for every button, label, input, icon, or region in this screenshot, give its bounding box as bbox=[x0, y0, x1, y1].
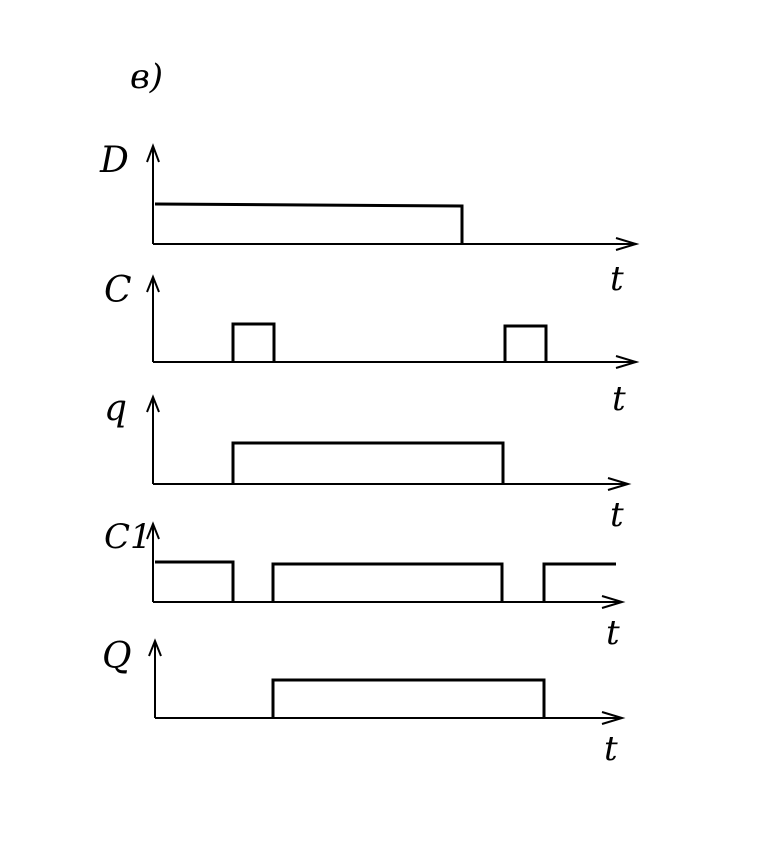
x-arrow-q-internal bbox=[607, 477, 632, 491]
y-arrow-c1 bbox=[146, 521, 160, 540]
waveform-d bbox=[154, 202, 464, 244]
waveform-c1-segment-1 bbox=[155, 560, 235, 602]
time-label-q-output: t bbox=[604, 729, 618, 769]
signal-label-q-output: Q bbox=[102, 636, 132, 677]
waveform-c1-segment-2 bbox=[271, 562, 504, 602]
time-label-c: t bbox=[612, 379, 626, 419]
signal-d: D t bbox=[99, 140, 640, 299]
y-arrow-q-internal bbox=[146, 394, 160, 413]
signal-q-internal: q t bbox=[104, 388, 632, 535]
waveform-q-internal bbox=[231, 441, 505, 484]
waveform-c-pulse-1 bbox=[231, 322, 276, 362]
time-label-q-internal: t bbox=[610, 495, 624, 535]
signal-label-c: C bbox=[104, 270, 132, 311]
figure-label: в) bbox=[130, 57, 163, 97]
x-arrow-c bbox=[615, 355, 640, 369]
x-arrow-d bbox=[615, 237, 640, 251]
signal-q-output: Q t bbox=[102, 636, 626, 769]
time-label-c1: t bbox=[606, 613, 620, 653]
time-label-d: t bbox=[610, 259, 624, 299]
waveform-c-pulse-2 bbox=[503, 324, 548, 362]
y-arrow-q-output bbox=[148, 638, 162, 657]
signal-label-c1: C1 bbox=[104, 517, 152, 557]
signal-label-q-internal: q bbox=[104, 388, 127, 429]
signal-label-d: D bbox=[99, 140, 129, 181]
signal-c: C t bbox=[104, 270, 640, 419]
waveform-c1-segment-3 bbox=[542, 562, 616, 602]
y-arrow-c bbox=[146, 274, 160, 293]
waveform-q-output bbox=[271, 678, 546, 718]
y-arrow-d bbox=[146, 143, 160, 163]
x-arrow-c1 bbox=[601, 595, 626, 609]
x-arrow-q-output bbox=[601, 711, 626, 725]
signal-c1: C1 t bbox=[104, 517, 626, 653]
